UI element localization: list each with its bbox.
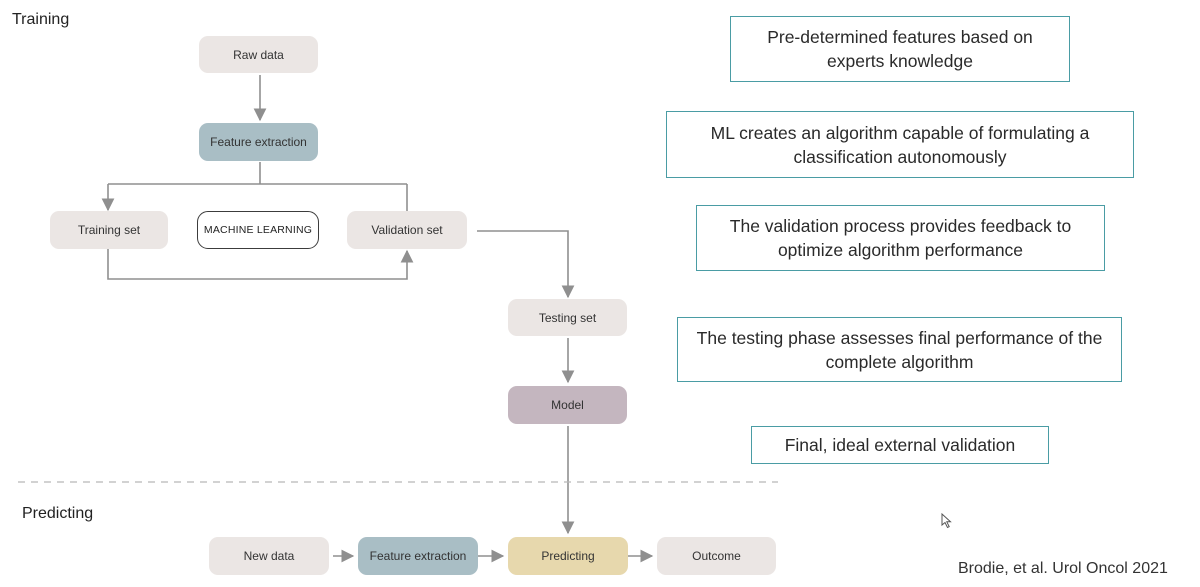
arrow-validation-to-testing xyxy=(477,230,575,299)
mouse-cursor-icon xyxy=(941,513,952,529)
predicting-feature-extraction-node: Feature extraction xyxy=(358,537,478,575)
predicting-section-title: Predicting xyxy=(22,505,94,522)
validation-set-node: Validation set xyxy=(347,211,467,249)
machine-learning-node: MACHINE LEARNING xyxy=(197,211,319,249)
note-validation-process: The validation process provides feedback… xyxy=(696,205,1105,271)
model-node: Model xyxy=(508,386,627,424)
testing-set-node: Testing set xyxy=(508,299,627,336)
citation: Brodie, et al. Urol Oncol 2021 xyxy=(958,560,1168,577)
predicting-node: Predicting xyxy=(508,537,628,575)
connector-feature-split xyxy=(108,162,407,185)
raw-data-node: Raw data xyxy=(199,36,318,73)
note-testing-phase: The testing phase assesses final perform… xyxy=(677,317,1122,382)
note-external-validation: Final, ideal external validation xyxy=(751,426,1049,464)
training-set-node: Training set xyxy=(50,211,168,249)
feature-extraction-node: Feature extraction xyxy=(199,123,318,161)
outcome-node: Outcome xyxy=(657,537,776,575)
training-section-title: Training xyxy=(12,11,70,28)
arrow-training-to-validation xyxy=(107,249,414,280)
note-ml-algorithm: ML creates an algorithm capable of formu… xyxy=(666,111,1134,178)
new-data-node: New data xyxy=(209,537,329,575)
note-predetermined-features: Pre-determined features based on experts… xyxy=(730,16,1070,82)
